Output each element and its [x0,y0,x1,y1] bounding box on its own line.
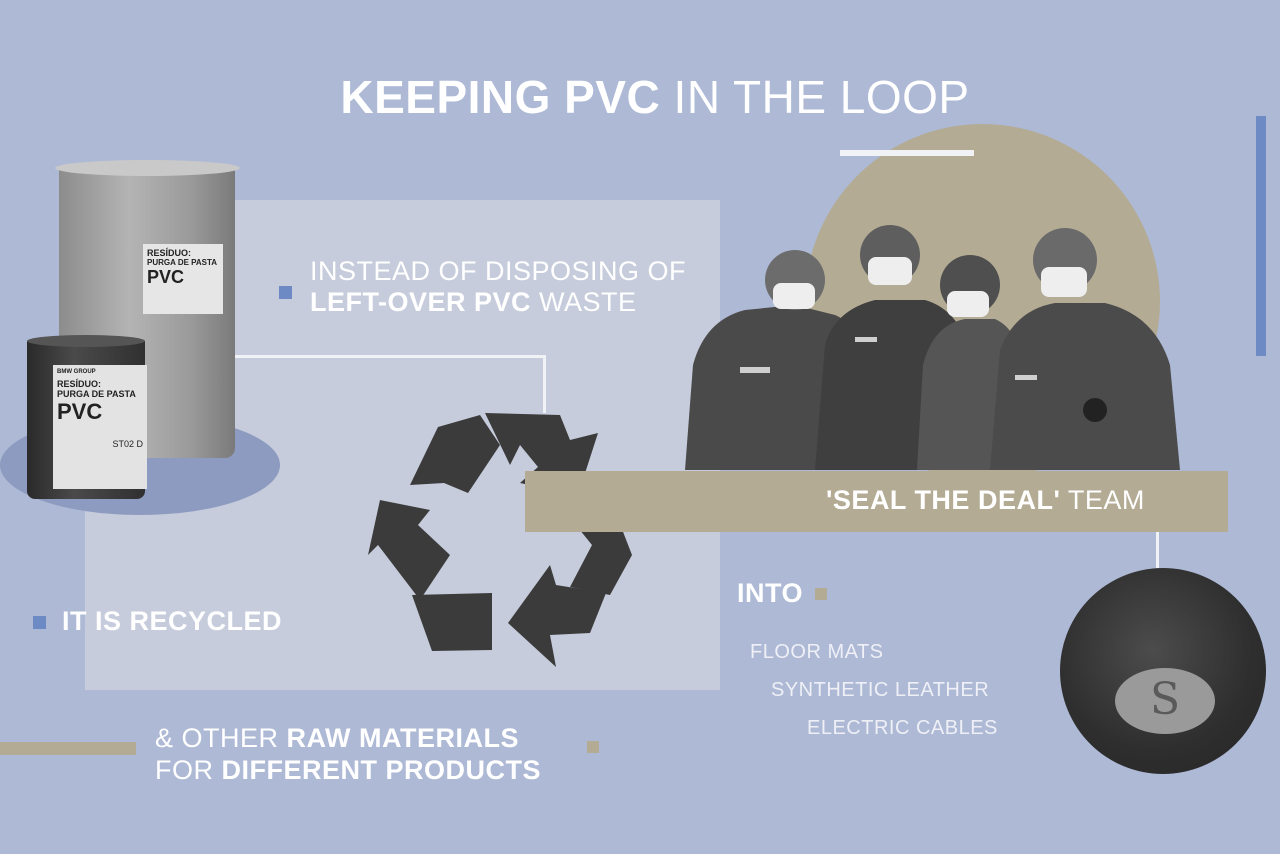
recycle-arrow-left [368,500,450,600]
large-label-top: RESÍDUO: [147,248,192,258]
raw-line2-bold: DIFFERENT PRODUCTS [221,755,541,785]
product-synthetic-leather: SYNTHETIC LEATHER [771,679,990,701]
title-underline [840,150,974,156]
connector-vertical [543,355,546,413]
recycled-text: IT IS RECYCLED [62,606,283,636]
small-label-big: PVC [57,399,103,424]
instead-line2-bold: LEFT-OVER PVC [310,287,532,317]
raw-line1-bold: RAW MATERIALS [286,723,519,753]
bmw-logo-icon [1083,398,1107,422]
small-label-code: ST02 D [112,439,143,449]
seal-logo-icon: S [1150,674,1181,725]
large-barrel-lid [55,160,240,176]
team-caption-light: TEAM [1060,485,1145,515]
small-label-top: RESÍDUO: [57,379,102,389]
accent-bar-right [1256,116,1266,356]
bullet-recycled [33,616,46,629]
floor-mat-sample: S [1060,568,1266,774]
product-electric-cables: ELECTRIC CABLES [807,717,998,739]
team-caption: 'SEAL THE DEAL' TEAM [826,485,1145,516]
bullet-raw [587,741,599,753]
bullet-instead [279,286,292,299]
into-text: INTO [737,578,804,608]
large-label-big: PVC [147,267,185,287]
recycle-icon [368,413,632,667]
raw-line2: FOR DIFFERENT PRODUCTS [155,755,541,786]
small-barrel-lid [27,335,145,347]
accent-bar-bottom-left [0,742,136,755]
title-light: IN THE LOOP [660,71,970,123]
small-barrel: BMW GROUP RESÍDUO: PURGA DE PASTA PVC ST… [27,335,147,500]
team-photo [685,215,1180,470]
raw-line1: & OTHER RAW MATERIALS [155,723,519,754]
large-label-mid: PURGA DE PASTA [147,258,218,267]
team-photo-art [685,225,1180,470]
small-barrel-label: BMW GROUP RESÍDUO: PURGA DE PASTA PVC ST… [53,365,147,489]
floor-mat-badge: S [1115,668,1215,734]
product-floor-mats: FLOOR MATS [750,641,884,663]
page-title: KEEPING PVC IN THE LOOP [0,70,1280,124]
connector-team-down [1156,532,1159,568]
team-banner [525,471,1228,532]
connector-horizontal [230,355,546,358]
small-label-brand: BMW GROUP [57,369,96,375]
large-barrel-label: RESÍDUO: PURGA DE PASTA PVC [143,244,223,314]
raw-line1-light: & OTHER [155,723,287,753]
instead-line2-light: WASTE [531,287,637,317]
bullet-into [815,588,827,600]
recycle-arrow-top-left [410,415,500,493]
title-bold: KEEPING PVC [340,71,661,123]
instead-line2: LEFT-OVER PVC WASTE [310,287,637,318]
team-caption-bold: 'SEAL THE DEAL' [826,485,1061,515]
recycle-arrow-bottom-right [508,565,606,667]
recycle-arrow-bottom-left [412,593,492,651]
small-label-mid: PURGA DE PASTA [57,389,136,399]
raw-line2-light: FOR [155,755,222,785]
instead-line1: INSTEAD OF DISPOSING OF [310,256,687,286]
